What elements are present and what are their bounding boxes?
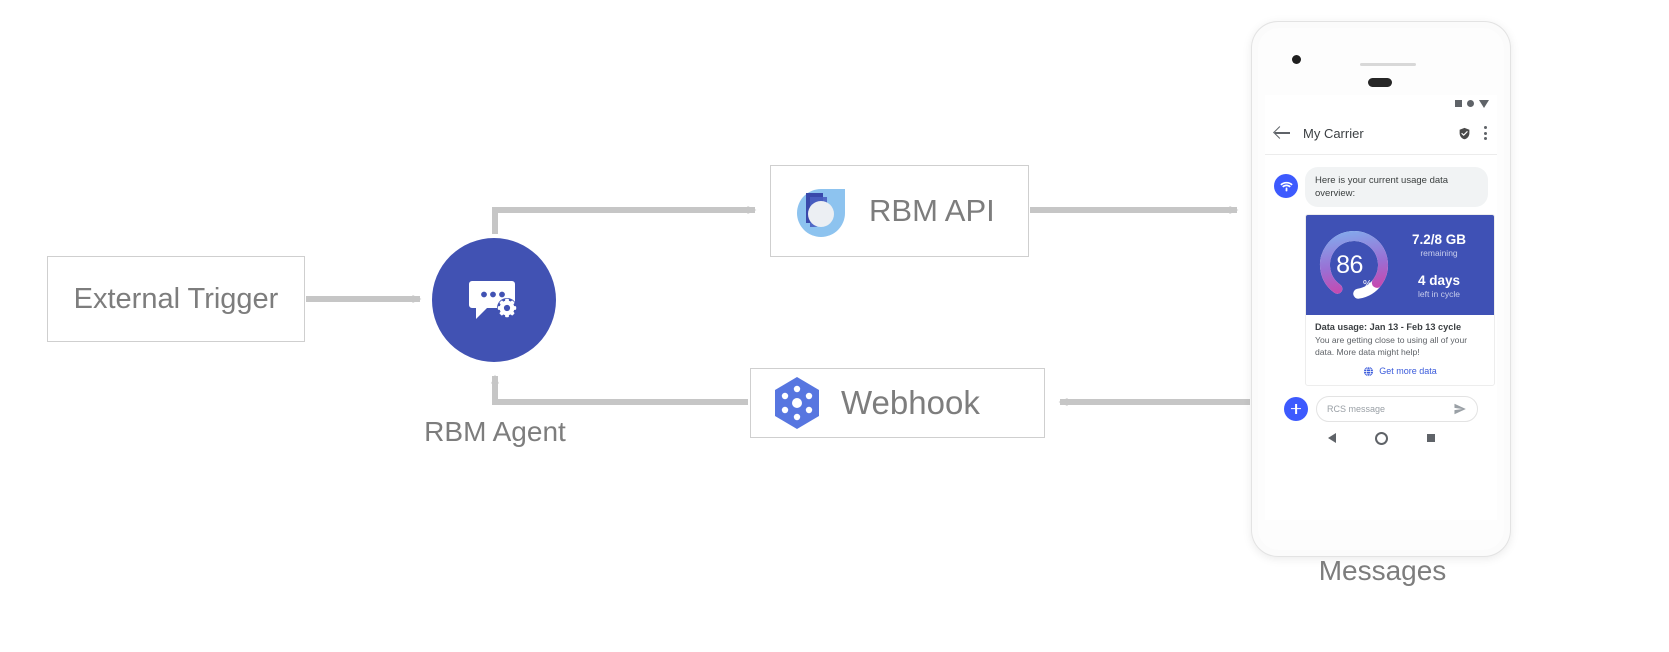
nav-back-icon[interactable] [1327, 433, 1336, 444]
app-bar: My Carrier [1265, 112, 1497, 155]
plus-icon[interactable] [1284, 396, 1308, 421]
webhook-node[interactable]: Webhook [750, 368, 1045, 438]
rich-card-description: You are getting close to using all of yo… [1315, 335, 1468, 358]
back-arrow-icon[interactable] [1275, 125, 1291, 141]
rbm-droplet-icon [797, 189, 845, 237]
globe-icon [1364, 366, 1374, 377]
days-left-caption: left in cycle [1417, 288, 1461, 299]
webhook-hexagon-icon [775, 377, 819, 429]
message-bubble-text: Here is your current usage data overview… [1305, 167, 1488, 208]
rbm-agent-label: RBM Agent [424, 416, 566, 447]
get-more-data-button[interactable]: Get more data [1315, 366, 1485, 377]
rcs-message-placeholder: RCS message [1327, 403, 1386, 414]
nav-home-icon[interactable] [1374, 431, 1388, 445]
square-icon [1455, 100, 1462, 107]
triangle-icon [1479, 99, 1489, 108]
rbm-api-label: RBM API [869, 193, 995, 228]
nav-recents-icon[interactable] [1426, 434, 1435, 443]
send-icon[interactable] [1453, 402, 1467, 416]
external-trigger-label: External Trigger [73, 282, 279, 315]
android-nav-bar [1274, 422, 1488, 454]
gauge-percent-value: 86 [1336, 250, 1363, 279]
incoming-message: Here is your current usage data overview… [1274, 167, 1488, 208]
rich-card-title: Data usage: Jan 13 - Feb 13 cycle [1315, 322, 1462, 333]
gauge-stats: 7.2/8 GB remaining 4 days left in cycle [1393, 232, 1485, 299]
verified-shield-icon [1459, 127, 1470, 139]
days-left-value: 4 days [1417, 272, 1461, 288]
circle-icon [1467, 100, 1474, 107]
usage-gauge: 86 % [1315, 226, 1393, 304]
rich-card-body: Data usage: Jan 13 - Feb 13 cycle You ar… [1306, 315, 1494, 384]
messages-device-label: Messages [1318, 555, 1447, 586]
external-trigger-node[interactable]: External Trigger [47, 256, 305, 342]
gauge-percent-symbol: % [1362, 279, 1372, 291]
front-camera-icon [1292, 55, 1301, 64]
status-bar [1265, 95, 1497, 112]
webhook-label: Webhook [841, 384, 980, 421]
rcs-message-input[interactable]: RCS message [1316, 395, 1478, 422]
conversation-area: Here is your current usage data overview… [1265, 155, 1497, 454]
get-more-data-label: Get more data [1379, 366, 1437, 377]
gauge-percent: 86 % [1315, 226, 1393, 304]
data-remaining-value: 7.2/8 GB [1411, 231, 1467, 247]
carrier-wifi-avatar-icon [1274, 174, 1298, 198]
message-composer: RCS message [1274, 386, 1488, 422]
kebab-menu-icon[interactable] [1483, 126, 1487, 140]
rbm-api-node[interactable]: RBM API [770, 165, 1029, 257]
rich-card[interactable]: 86 % 7.2/8 GB remaining 4 days left in c… [1305, 214, 1495, 386]
rbm-agent-node[interactable] [432, 238, 556, 362]
data-remaining-caption: remaining [1420, 247, 1458, 258]
data-usage-gauge-panel: 86 % 7.2/8 GB remaining 4 days left in c… [1306, 215, 1494, 316]
sensor-slit [1360, 63, 1416, 66]
phone-device: My Carrier [1252, 22, 1510, 556]
earpiece-speaker [1368, 78, 1392, 87]
chat-gear-icon [469, 281, 517, 319]
phone-screen: My Carrier [1265, 95, 1497, 520]
conversation-title: My Carrier [1303, 125, 1364, 141]
